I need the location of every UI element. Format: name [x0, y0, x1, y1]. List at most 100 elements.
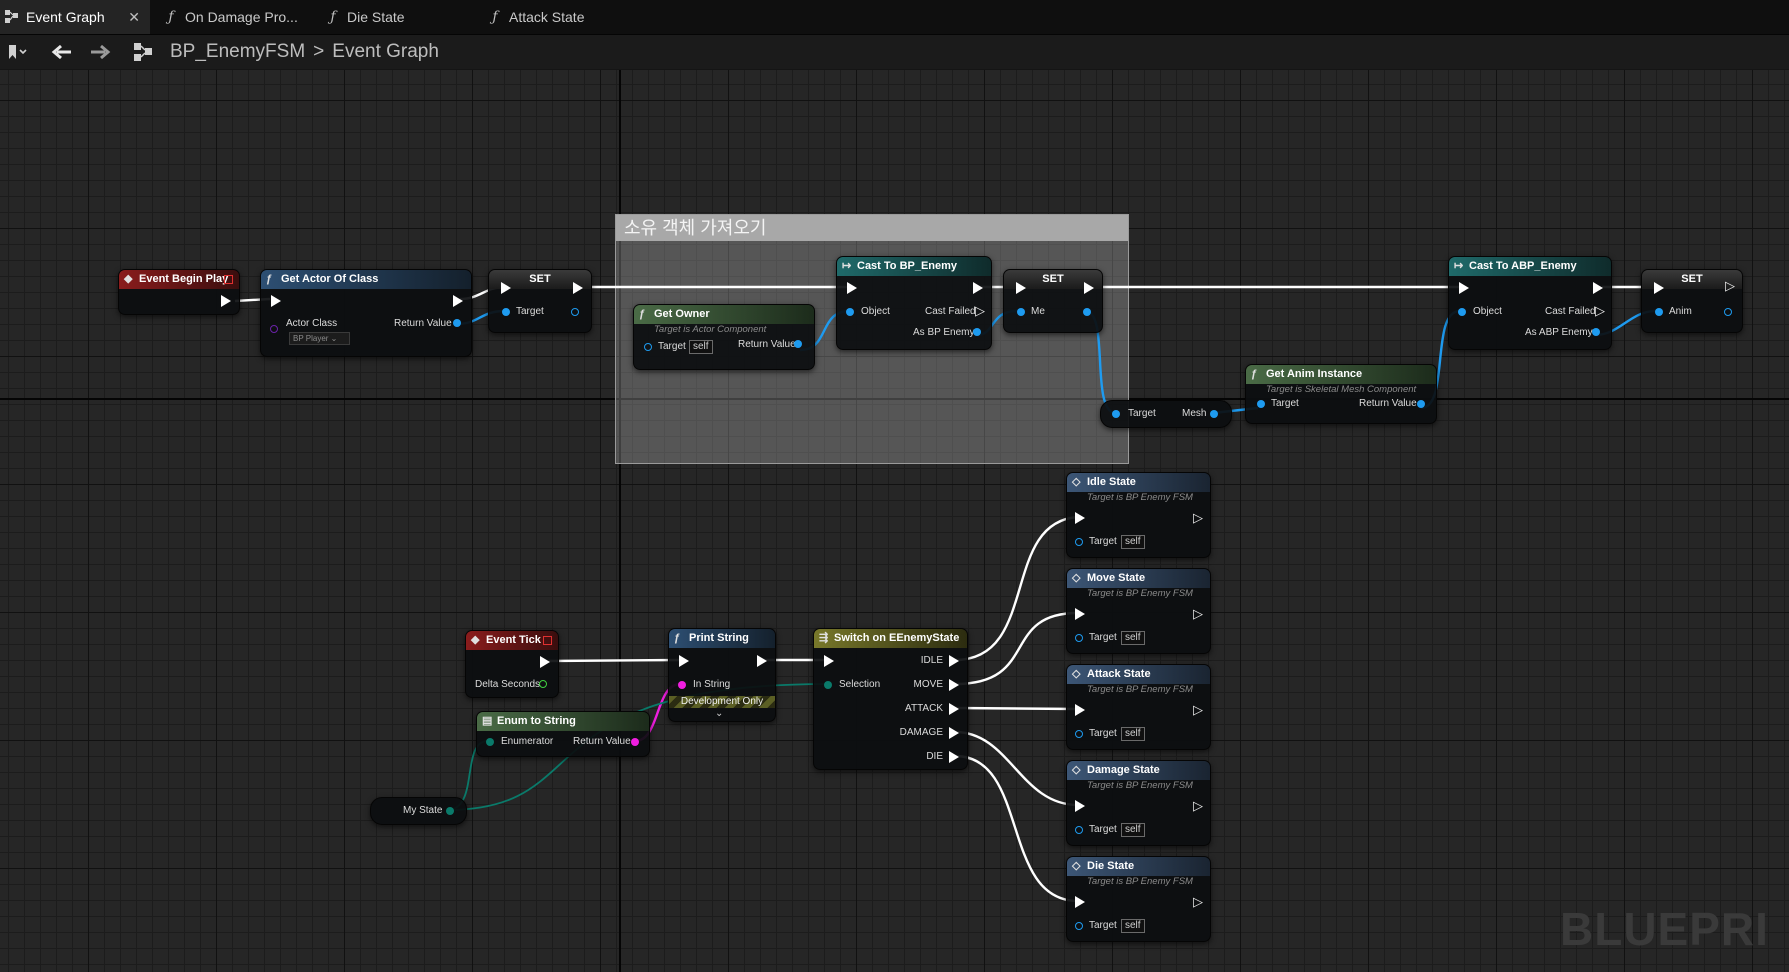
return-value-pin[interactable] [1417, 400, 1425, 408]
exec-in-pin[interactable] [1075, 800, 1085, 812]
idle-state-node[interactable]: ◇Idle State Target is BP Enemy FSM ▷ Tar… [1066, 472, 1211, 558]
output-pin[interactable] [571, 308, 579, 316]
exec-in-pin[interactable] [847, 282, 857, 294]
cast-to-bp-enemy-node[interactable]: ↦Cast To BP_Enemy Object Cast Failed ▷ A… [836, 256, 992, 350]
case-move-pin[interactable] [949, 679, 959, 691]
self-box[interactable]: self [689, 340, 713, 354]
target-pin[interactable] [1075, 634, 1083, 642]
set-node[interactable]: SET ▷ Anim [1641, 269, 1743, 333]
self-box[interactable]: self [1121, 823, 1145, 837]
tab-die-state[interactable]: ƒ Die State [325, 0, 475, 34]
exec-in-pin[interactable] [1459, 282, 1469, 294]
selection-pin[interactable] [824, 681, 832, 689]
event-begin-play-node[interactable]: ◆Event Begin Play [118, 269, 240, 315]
breadcrumb-graph[interactable]: Event Graph [332, 41, 439, 62]
switch-on-enemy-state-node[interactable]: ⇶Switch on EEnemyState Selection IDLE MO… [813, 628, 968, 770]
exec-in-pin[interactable] [1016, 282, 1026, 294]
enumerator-pin[interactable] [486, 738, 494, 746]
chevron-down-icon[interactable]: ⌄ [715, 708, 724, 719]
exec-out-pin[interactable] [1084, 282, 1094, 294]
exec-out-pin[interactable]: ▷ [1193, 606, 1203, 621]
exec-out-pin[interactable] [221, 295, 231, 307]
graph-canvas[interactable]: 소유 객체 가져오기 [0, 70, 1789, 972]
damage-state-node[interactable]: ◇Damage State Target is BP Enemy FSM ▷ T… [1066, 760, 1211, 846]
cast-failed-pin[interactable]: ▷ [1595, 303, 1605, 318]
enum-to-string-node[interactable]: ▤Enum to String Enumerator Return Value [476, 711, 650, 757]
close-icon[interactable]: ✕ [128, 8, 140, 25]
exec-out-pin[interactable]: ▷ [1193, 894, 1203, 909]
exec-out-pin[interactable] [573, 282, 583, 294]
mesh-getter-node[interactable]: Target Mesh [1100, 400, 1232, 428]
exec-out-pin[interactable]: ▷ [1725, 278, 1735, 293]
output-pin[interactable] [1724, 308, 1732, 316]
exec-out-pin[interactable] [757, 655, 767, 667]
cast-failed-pin[interactable]: ▷ [975, 303, 985, 318]
exec-out-pin[interactable]: ▷ [1193, 702, 1203, 717]
set-node[interactable]: SET Target [488, 269, 592, 333]
delta-seconds-pin[interactable] [539, 680, 547, 688]
delegate-pin[interactable] [224, 275, 233, 284]
exec-in-pin[interactable] [501, 282, 511, 294]
bookmark-dropdown-button[interactable] [2, 39, 34, 65]
forward-button[interactable] [86, 39, 114, 65]
exec-in-pin[interactable] [1075, 704, 1085, 716]
case-die-pin[interactable] [949, 751, 959, 763]
anim-pin[interactable] [1655, 308, 1663, 316]
return-value-pin[interactable] [631, 738, 639, 746]
tab-on-damage-process[interactable]: ƒ On Damage Pro... [163, 0, 313, 34]
exec-out-pin[interactable] [973, 282, 983, 294]
exec-in-pin[interactable] [679, 655, 689, 667]
set-node[interactable]: SET Me [1003, 269, 1103, 333]
object-pin[interactable] [1458, 308, 1466, 316]
self-box[interactable]: self [1121, 535, 1145, 549]
exec-in-pin[interactable] [1075, 512, 1085, 524]
target-pin[interactable] [1112, 410, 1120, 418]
target-pin[interactable] [1075, 922, 1083, 930]
event-tick-node[interactable]: ◆Event Tick Delta Seconds [465, 630, 559, 698]
mesh-pin[interactable] [1210, 410, 1218, 418]
me-pin[interactable] [1017, 308, 1025, 316]
actor-class-pin[interactable] [270, 325, 278, 333]
die-state-node[interactable]: ◇Die State Target is BP Enemy FSM ▷ Targ… [1066, 856, 1211, 942]
target-pin[interactable] [502, 308, 510, 316]
back-button[interactable] [48, 39, 76, 65]
as-abp-enemy-pin[interactable] [1592, 328, 1600, 336]
my-state-variable-node[interactable]: My State [370, 797, 467, 825]
case-idle-pin[interactable] [949, 655, 959, 667]
object-pin[interactable] [846, 308, 854, 316]
target-pin[interactable] [1257, 400, 1265, 408]
attack-state-node[interactable]: ◇Attack State Target is BP Enemy FSM ▷ T… [1066, 664, 1211, 750]
exec-in-pin[interactable] [824, 655, 834, 667]
exec-in-pin[interactable] [271, 295, 281, 307]
exec-out-pin[interactable] [1593, 282, 1603, 294]
self-box[interactable]: self [1121, 919, 1145, 933]
exec-in-pin[interactable] [1075, 896, 1085, 908]
exec-in-pin[interactable] [1075, 608, 1085, 620]
exec-out-pin[interactable] [540, 656, 550, 668]
actor-class-dropdown[interactable]: BP Player ⌄ [289, 332, 350, 345]
my-state-pin[interactable] [446, 807, 454, 815]
case-attack-pin[interactable] [949, 703, 959, 715]
return-value-pin[interactable] [453, 319, 461, 327]
self-box[interactable]: self [1121, 631, 1145, 645]
as-bp-enemy-pin[interactable] [973, 328, 981, 336]
exec-out-pin[interactable]: ▷ [1193, 510, 1203, 525]
delegate-pin[interactable] [543, 636, 552, 645]
target-pin[interactable] [644, 343, 652, 351]
target-pin[interactable] [1075, 538, 1083, 546]
exec-in-pin[interactable] [1654, 282, 1664, 294]
comment-title[interactable]: 소유 객체 가져오기 [616, 215, 1128, 241]
cast-to-abp-enemy-node[interactable]: ↦Cast To ABP_Enemy Object Cast Failed ▷ … [1448, 256, 1612, 350]
case-damage-pin[interactable] [949, 727, 959, 739]
target-pin[interactable] [1075, 826, 1083, 834]
exec-out-pin[interactable] [453, 295, 463, 307]
output-pin[interactable] [1083, 308, 1091, 316]
target-pin[interactable] [1075, 730, 1083, 738]
exec-out-pin[interactable]: ▷ [1193, 798, 1203, 813]
move-state-node[interactable]: ◇Move State Target is BP Enemy FSM ▷ Tar… [1066, 568, 1211, 654]
breadcrumb-blueprint[interactable]: BP_EnemyFSM [170, 41, 306, 62]
